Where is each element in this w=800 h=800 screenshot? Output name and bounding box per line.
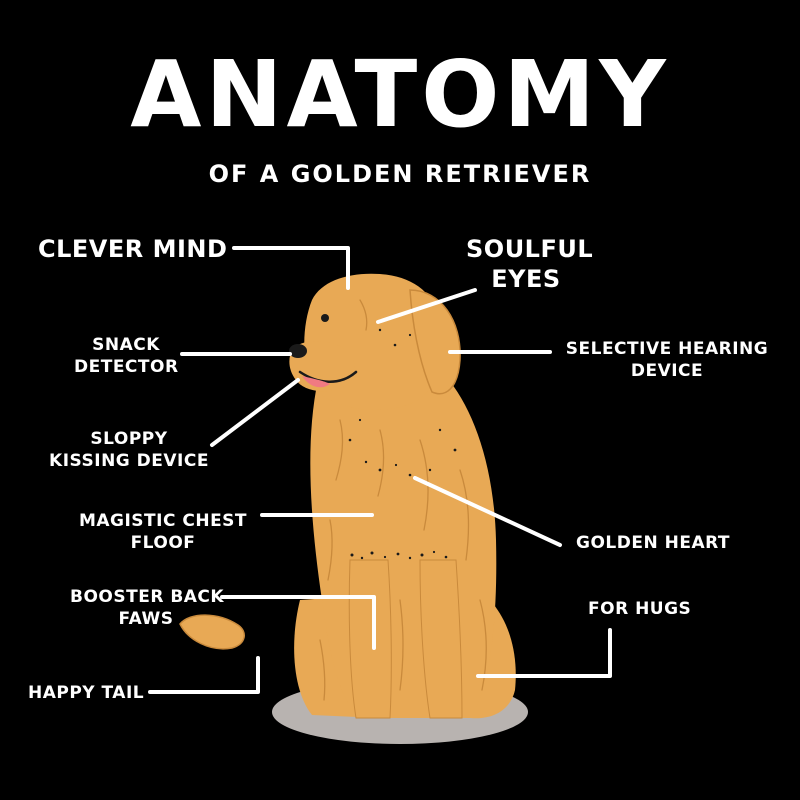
label-selective-hearing: SELECTIVE HEARING DEVICE xyxy=(565,339,769,381)
label-for-hugs: FOR HUGS xyxy=(588,599,692,619)
dog-ear xyxy=(409,289,461,395)
dog-body xyxy=(310,370,497,718)
label-chest-floof: MAGISTIC CHEST FLOOF xyxy=(78,511,248,553)
dog-eye xyxy=(321,314,329,322)
pointer-happy-tail xyxy=(148,656,260,694)
label-snack-detector: SNACK DETECTOR xyxy=(74,335,179,377)
label-booster-paws: BOOSTER BACK FAWS xyxy=(70,587,225,629)
pointer-clever-mind xyxy=(232,246,350,290)
dog-fur-texture xyxy=(319,299,487,701)
label-golden-heart: GOLDEN HEART xyxy=(576,533,731,553)
pointer-lines xyxy=(148,246,612,694)
dog-speckles xyxy=(348,328,457,560)
pointer-golden-heart xyxy=(413,476,562,547)
dog-front-leg-left xyxy=(348,559,392,719)
pointer-booster-paws xyxy=(220,595,376,650)
label-clever-mind: CLEVER MIND xyxy=(38,235,228,263)
dog-tongue xyxy=(302,376,330,388)
label-happy-tail: HAPPY TAIL xyxy=(28,683,145,703)
dog-nose xyxy=(289,344,307,358)
pointer-for-hugs xyxy=(476,628,612,678)
page-subtitle: OF A GOLDEN RETRIEVER xyxy=(208,160,592,188)
label-soulful-eyes: SOULFUL EYES xyxy=(466,235,594,293)
pointer-soulful-eyes xyxy=(376,288,477,324)
label-sloppy-kissing: SLOPPY KISSING DEVICE xyxy=(49,429,209,471)
page-title: ANATOMY xyxy=(130,41,670,148)
dog-tail xyxy=(179,614,245,650)
dog-mouth xyxy=(298,370,358,383)
pointer-sloppy-kissing xyxy=(210,378,300,447)
dog-front-leg-right xyxy=(419,559,463,719)
